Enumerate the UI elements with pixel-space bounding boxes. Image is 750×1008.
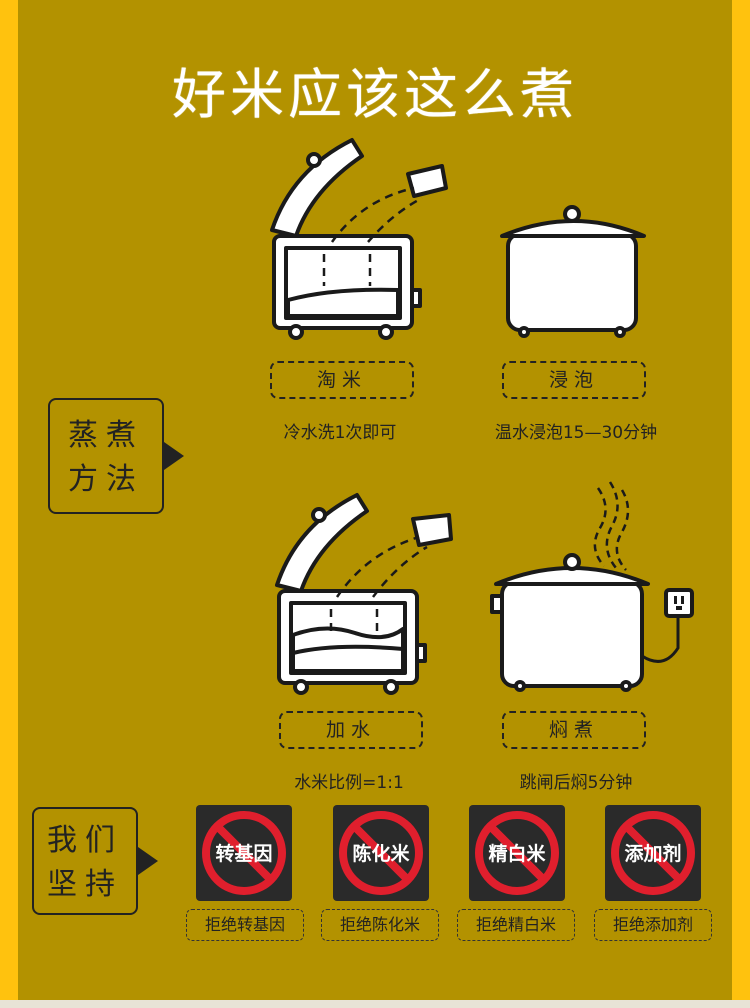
step-label-wash: 淘米: [270, 361, 414, 399]
step-label-simmer: 焖煮: [502, 711, 646, 749]
prohibit-badge-additives: 添加剂: [605, 805, 701, 901]
prohibit-badge-gmo: 转基因: [196, 805, 292, 901]
method-box-line1: 蒸煮: [68, 418, 144, 453]
prohibit-icon: [611, 811, 695, 895]
arrow-right-icon: [138, 847, 158, 875]
prohibit-icon: [339, 811, 423, 895]
rice-cooker-water-icon: [275, 493, 453, 695]
arrow-right-icon: [164, 442, 184, 470]
page-title: 好米应该这么煮: [172, 63, 578, 126]
badge-text: 转基因: [215, 843, 273, 865]
step-desc-add-water: 水米比例=1:1: [294, 773, 404, 793]
method-box: 蒸煮 方法: [48, 398, 184, 514]
rice-cooker-open-icon: [270, 138, 448, 340]
prohibit-icon: [475, 811, 559, 895]
badge-text: 精白米: [488, 843, 546, 865]
refuse-label-aged-rice: 拒绝陈化米: [321, 909, 439, 941]
prohibit-badge-polished-rice: 精白米: [469, 805, 565, 901]
commit-box-line2: 坚持: [47, 867, 123, 902]
rice-cooker-plugged-icon: [490, 481, 694, 692]
commit-box: 我们 坚持: [32, 807, 158, 915]
step-desc-wash: 冷水洗1次即可: [283, 423, 397, 443]
rice-cooker-closed-icon: [500, 205, 646, 338]
step-desc-simmer: 跳闸后焖5分钟: [519, 773, 633, 793]
badge-text: 添加剂: [624, 843, 682, 865]
step-desc-soak: 温水浸泡15—30分钟: [494, 423, 658, 443]
prohibit-icon: [202, 811, 286, 895]
refuse-label-additives: 拒绝添加剂: [594, 909, 712, 941]
step-label-soak: 浸泡: [502, 361, 646, 399]
commit-box-line1: 我们: [47, 823, 123, 858]
method-box-line2: 方法: [68, 462, 144, 497]
badge-text: 陈化米: [352, 843, 410, 865]
bottom-strip: [0, 1000, 750, 1008]
step-label-add-water: 加水: [279, 711, 423, 749]
refuse-label-polished-rice: 拒绝精白米: [457, 909, 575, 941]
prohibit-badge-aged-rice: 陈化米: [333, 805, 429, 901]
refuse-label-gmo: 拒绝转基因: [186, 909, 304, 941]
